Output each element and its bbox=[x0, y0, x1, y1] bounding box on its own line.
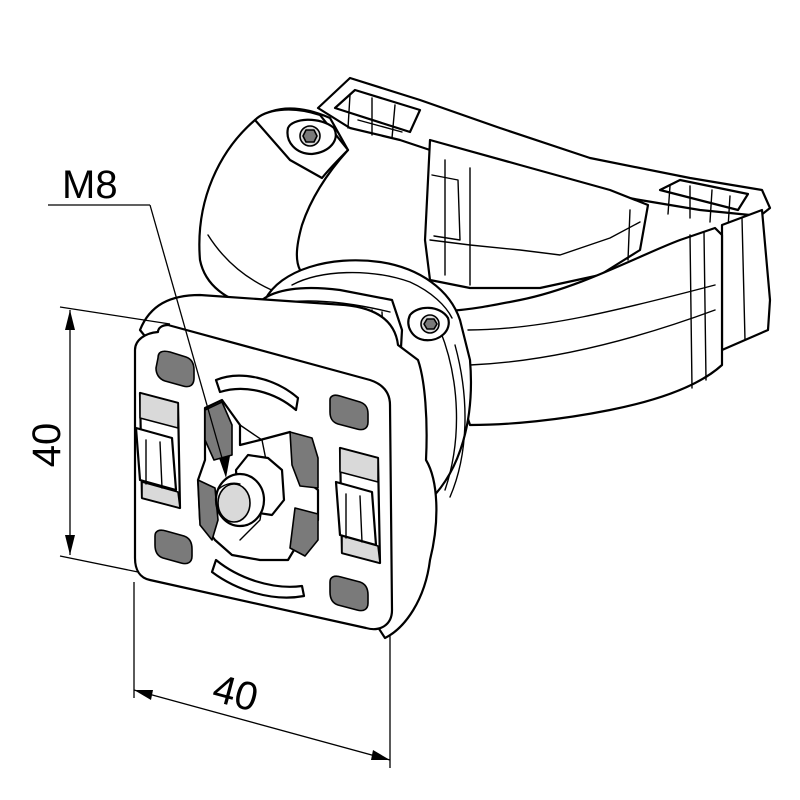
clamp-body bbox=[316, 76, 772, 352]
height-dimension bbox=[59, 306, 171, 573]
thread-size-label: M8 bbox=[62, 163, 118, 207]
clamp-arm bbox=[198, 107, 724, 427]
recess-hatch-lower-left bbox=[197, 479, 219, 541]
corner-hole-top-right bbox=[329, 394, 369, 431]
corner-hole-bottom-left bbox=[154, 529, 193, 565]
clamp-right-slab bbox=[720, 208, 772, 352]
mounting-plate bbox=[133, 293, 438, 640]
clamp-square-opening-left bbox=[333, 88, 422, 134]
arc-slot-top bbox=[214, 374, 300, 412]
corner-hole-bottom-right bbox=[329, 575, 369, 612]
arc-slot-bottom bbox=[210, 558, 306, 599]
corner-hole-top-left bbox=[155, 350, 195, 388]
m8-stud bbox=[214, 453, 286, 528]
height-dimension-label: 40 bbox=[25, 423, 69, 468]
recess-hatch-upper-left bbox=[204, 401, 233, 461]
m8-leader bbox=[48, 204, 230, 478]
recess-hatch-upper-right bbox=[289, 431, 319, 489]
clamp-square-opening-right bbox=[658, 178, 750, 212]
recess-hatch-lower-right bbox=[289, 507, 319, 557]
width-dimension bbox=[133, 582, 391, 768]
